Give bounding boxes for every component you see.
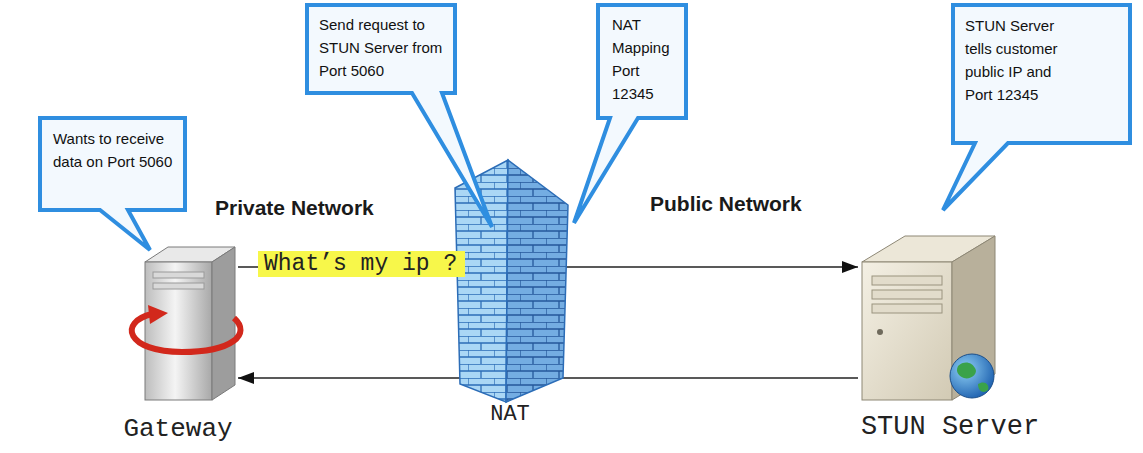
region-label: Private Network bbox=[215, 196, 374, 220]
region-label: Public Network bbox=[650, 192, 802, 216]
node-label: STUN Server bbox=[858, 412, 1042, 443]
globe-land bbox=[978, 382, 988, 392]
callout-box: NAT Mapping Port 12345 bbox=[598, 5, 686, 118]
server-front bbox=[862, 262, 952, 400]
callout-box: STUN Server tells customer public IP and… bbox=[953, 5, 1130, 143]
nat-firewall: NAT bbox=[445, 155, 575, 427]
edge-label: What’s my ip ? bbox=[258, 251, 465, 277]
caption-holder: NAT bbox=[445, 402, 575, 427]
callout-text: Wants to receive data on Port 5060 bbox=[53, 127, 173, 173]
caption-holder: STUN Server bbox=[858, 412, 1042, 443]
drive-bay bbox=[872, 304, 942, 313]
stun-server: STUN Server bbox=[858, 225, 1042, 443]
server-side bbox=[212, 247, 235, 400]
cycle-arrow-head bbox=[148, 305, 168, 324]
cycle-arrow bbox=[132, 314, 241, 352]
callout-text: NAT Mapping Port 12345 bbox=[612, 13, 676, 105]
stun-server-icon bbox=[862, 236, 995, 400]
node-label: NAT bbox=[445, 402, 575, 427]
speech-bubble bbox=[574, 5, 686, 223]
server-front bbox=[145, 262, 212, 400]
power-button bbox=[877, 329, 883, 335]
callout-text: STUN Server tells customer public IP and… bbox=[965, 14, 1081, 106]
drive-bay bbox=[872, 290, 942, 299]
drive-slot bbox=[153, 283, 204, 289]
callout-box: Wants to receive data on Port 5060 bbox=[40, 118, 185, 210]
gateway-server: Gateway bbox=[118, 240, 238, 445]
caption-holder: Gateway bbox=[118, 415, 238, 445]
gateway-icon bbox=[132, 247, 241, 400]
drive-slot bbox=[153, 272, 204, 278]
speech-bubble bbox=[307, 5, 492, 227]
callout-text: Send request to STUN Server from Port 50… bbox=[319, 13, 444, 82]
drive-bay bbox=[872, 276, 942, 285]
globe bbox=[950, 354, 994, 398]
speech-bubble bbox=[943, 5, 1130, 210]
callout-box: Send request to STUN Server from Port 50… bbox=[307, 5, 455, 93]
speech-bubble bbox=[40, 118, 185, 250]
firewall-side bbox=[506, 160, 568, 402]
globe-land bbox=[957, 362, 976, 378]
node-label: Gateway bbox=[118, 415, 238, 445]
